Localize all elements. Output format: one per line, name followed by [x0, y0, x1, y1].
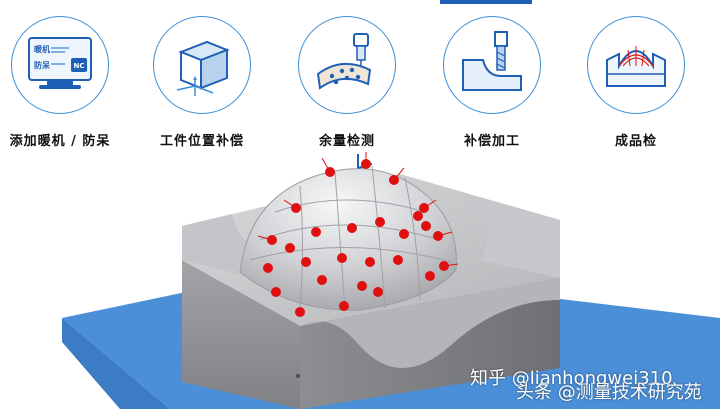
active-tab-indicator — [440, 0, 532, 4]
step-compensation-machining: 补偿加工 — [432, 16, 552, 149]
step-allowance-detection: 余量检测 — [287, 16, 407, 149]
screen-line-1: 暖机 — [34, 44, 50, 54]
step-position-compensation: 工件位置补偿 — [142, 16, 262, 149]
step-warmup-foolproof: 暖机 防呆 NC 添加暖机 / 防呆 — [0, 16, 120, 149]
monitor-nc-icon: 暖机 防呆 NC — [28, 37, 92, 89]
step-label: 添加暖机 / 防呆 — [9, 134, 111, 149]
step-label: 余量检测 — [318, 134, 375, 149]
step-label: 成品检 — [614, 134, 657, 149]
inspected-part-icon — [606, 46, 666, 87]
step-label: 工件位置补偿 — [159, 134, 244, 149]
nc-badge: NC — [74, 62, 85, 70]
screen-line-2: 防呆 — [34, 60, 51, 70]
step-label: 补偿加工 — [463, 134, 520, 149]
process-steps: 暖机 防呆 NC 添加暖机 / 防呆 工件位置补偿 — [0, 6, 720, 156]
step-circle — [298, 16, 396, 114]
probe-surface-icon — [316, 33, 372, 90]
probe-points — [257, 152, 459, 317]
top-accent-bar — [0, 0, 720, 6]
toutiao-watermark: 头条 @测量技术研究苑 — [516, 382, 702, 403]
step-circle: 暖机 防呆 NC — [11, 16, 109, 114]
zhihu-watermark: 知乎 @lianhongwei310 — [470, 368, 673, 389]
step-circle — [443, 16, 541, 114]
dome-grid — [249, 165, 453, 311]
mold-inspection-render — [62, 152, 720, 409]
cube-alignment-icon — [176, 40, 230, 96]
step-circle — [587, 16, 685, 114]
step-final-inspection: 成品检 — [576, 16, 696, 149]
milling-cutter-icon — [462, 31, 522, 91]
step-circle — [153, 16, 251, 114]
mold-block-front — [182, 260, 300, 409]
